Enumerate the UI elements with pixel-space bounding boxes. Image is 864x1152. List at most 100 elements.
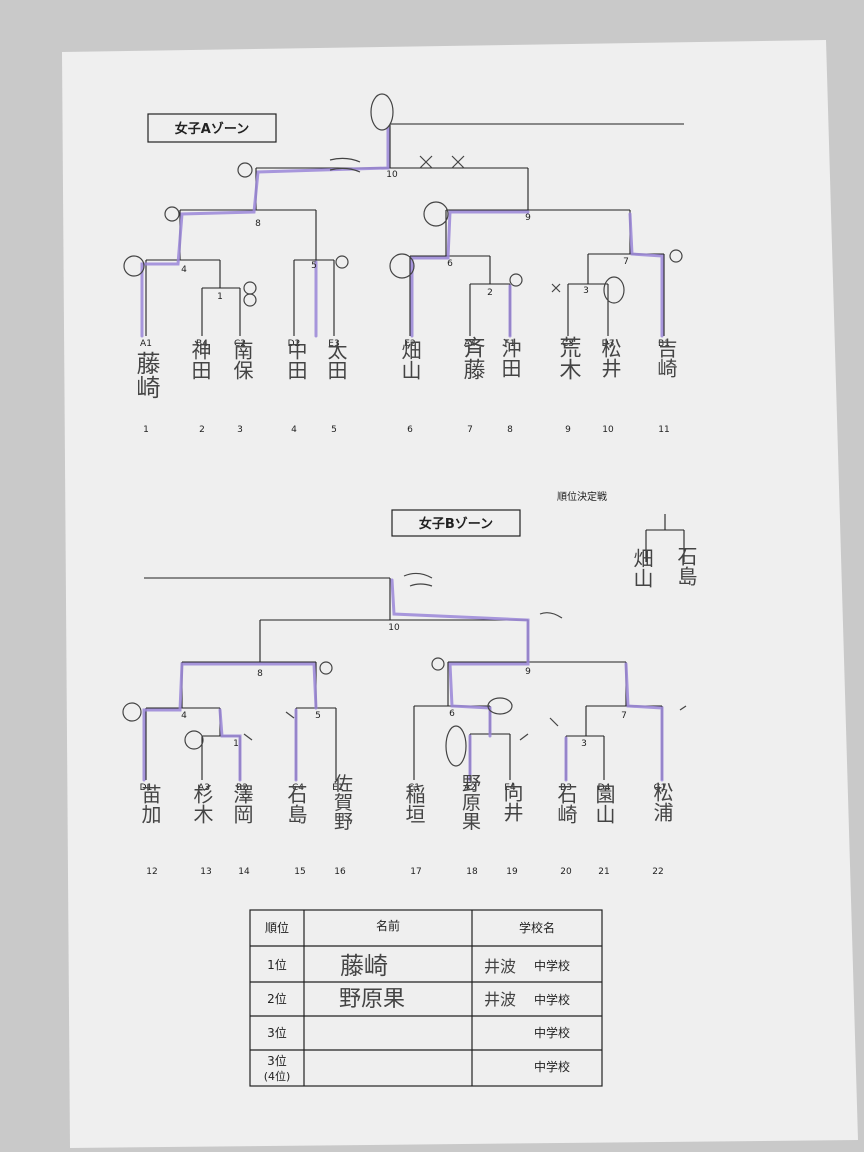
player-slot: B1 吉崎 11 bbox=[654, 338, 678, 435]
seed-label: D3 bbox=[602, 339, 615, 349]
player-name: 石島 bbox=[284, 784, 308, 824]
placement-right-name: 石島 bbox=[674, 546, 698, 586]
zone-a-match-4: 4 bbox=[181, 265, 187, 275]
player-number: 2 bbox=[199, 425, 205, 435]
seed-label: C4 bbox=[292, 783, 304, 793]
player-name: 稲垣 bbox=[402, 784, 426, 824]
player-number: 16 bbox=[334, 867, 346, 877]
player-name: 畑山 bbox=[398, 340, 422, 380]
table-row: 1位 藤崎 井波 中学校 bbox=[267, 952, 570, 980]
seed-label: A2 bbox=[464, 783, 476, 793]
seed-label: E1 bbox=[332, 783, 343, 793]
player-number: 19 bbox=[506, 867, 518, 877]
row-rank: 1位 bbox=[267, 957, 287, 972]
zone-a-match-10: 10 bbox=[386, 170, 398, 180]
seed-label: D1 bbox=[140, 783, 153, 793]
results-table-grid bbox=[249, 909, 603, 1087]
player-name: 杉木 bbox=[190, 784, 214, 824]
player-number: 3 bbox=[237, 425, 243, 435]
placement-match-title: 順位決定戦 bbox=[557, 490, 607, 503]
player-slot: G1 松浦 22 bbox=[650, 782, 674, 877]
player-number: 4 bbox=[291, 425, 297, 435]
player-name: 松浦 bbox=[650, 782, 674, 822]
zone-a-match-6: 6 bbox=[447, 259, 453, 269]
player-slot: E2 畑山 6 bbox=[398, 339, 422, 435]
zone-a-pencil-marks bbox=[123, 93, 683, 307]
player-number: 7 bbox=[467, 425, 473, 435]
row-school-hand: 井波 bbox=[484, 957, 516, 976]
player-slot: A1 藤崎 1 bbox=[132, 339, 160, 435]
zone-b-pencil-marks bbox=[122, 572, 687, 767]
zone-a-match-1: 1 bbox=[217, 292, 223, 302]
seed-label: D2 bbox=[288, 339, 301, 349]
player-number: 20 bbox=[560, 867, 572, 877]
zone-b-match-4: 4 bbox=[181, 711, 187, 721]
player-slot: D4 園山 21 bbox=[592, 783, 616, 877]
paper-sheet bbox=[62, 40, 858, 1148]
player-name: 石崎 bbox=[554, 784, 578, 824]
seed-label: E2 bbox=[404, 339, 415, 349]
row-school-suffix: 中学校 bbox=[534, 1059, 570, 1074]
row-rank: 3位 bbox=[267, 1053, 287, 1068]
player-slot: B4 神田 2 bbox=[188, 339, 212, 435]
results-table-rows: 1位 藤崎 井波 中学校 2位 野原果 井波 中学校 3位 中学校 3位 (4位… bbox=[264, 952, 570, 1083]
player-number: 13 bbox=[200, 867, 211, 877]
player-name: 荒木 bbox=[556, 336, 582, 380]
zone-a-match-8: 8 bbox=[255, 219, 261, 229]
zone-b-match-3: 3 bbox=[581, 739, 587, 749]
player-name: 吉崎 bbox=[654, 338, 678, 378]
player-name: 太田 bbox=[324, 340, 348, 380]
zone-a-winner-path bbox=[140, 126, 664, 338]
player-name: 斉藤 bbox=[460, 336, 486, 380]
player-number: 1 bbox=[143, 425, 149, 435]
header-school: 学校名 bbox=[519, 920, 555, 935]
player-name: 南保 bbox=[230, 340, 254, 380]
seed-label: C3 bbox=[562, 339, 574, 349]
player-number: 17 bbox=[410, 867, 421, 877]
player-number: 11 bbox=[658, 425, 669, 435]
row-rank-secondary: (4位) bbox=[264, 1069, 291, 1083]
zone-a-match-numbers: 10 8 9 4 5 6 7 1 2 3 bbox=[181, 170, 629, 302]
zone-a-match-7: 7 bbox=[623, 257, 629, 267]
seed-label: B2 bbox=[236, 783, 248, 793]
placement-left-name: 畑山 bbox=[630, 548, 654, 588]
zone-b-title-box bbox=[391, 509, 521, 537]
seed-label: E4 bbox=[504, 783, 516, 793]
player-name: 向井 bbox=[500, 782, 524, 822]
seed-label: B1 bbox=[658, 339, 670, 349]
row-rank: 2位 bbox=[267, 991, 287, 1006]
seed-label: C1 bbox=[408, 783, 420, 793]
zone-a-players: A1 藤崎 1 B4 神田 2 C2 南保 3 D2 中田 4 E3 太田 bbox=[132, 336, 678, 435]
player-slot: D2 中田 4 bbox=[284, 339, 308, 435]
player-name: 園山 bbox=[592, 784, 616, 824]
placement-match: 順位決定戦 畑山 石島 bbox=[557, 490, 698, 588]
table-row: 3位 (4位) 中学校 bbox=[264, 1053, 570, 1083]
seed-label: B3 bbox=[560, 783, 572, 793]
zone-a-match-3: 3 bbox=[583, 286, 589, 296]
zone-b-players: D1 苗加 12 A3 杉木 13 B2 澤岡 14 C4 石島 15 E1 佐 bbox=[138, 773, 674, 877]
results-table-header: 順位 名前 学校名 bbox=[265, 918, 555, 935]
zone-a-match-5: 5 bbox=[311, 261, 317, 271]
zone-b-match-9: 9 bbox=[525, 667, 531, 677]
player-slot: B2 澤岡 14 bbox=[230, 783, 254, 877]
player-number: 10 bbox=[602, 425, 614, 435]
player-slot: D1 苗加 12 bbox=[138, 783, 162, 877]
player-number: 15 bbox=[294, 867, 305, 877]
zone-b-match-8: 8 bbox=[257, 669, 263, 679]
player-name: 中田 bbox=[284, 340, 308, 380]
row-school-hand: 井波 bbox=[484, 990, 516, 1009]
player-name: 神田 bbox=[188, 340, 212, 380]
seed-label: G1 bbox=[654, 783, 667, 793]
player-name: 藤崎 bbox=[132, 351, 160, 399]
row-rank: 3位 bbox=[267, 1025, 287, 1040]
zone-b-match-1: 1 bbox=[233, 739, 239, 749]
seed-label: F1 bbox=[505, 339, 516, 349]
player-slot: D3 松井 10 bbox=[598, 338, 622, 435]
zone-b-match-6: 6 bbox=[449, 709, 455, 719]
zone-a-title-box bbox=[147, 113, 277, 143]
player-slot: F1 沖田 8 bbox=[498, 338, 522, 435]
seed-label: A1 bbox=[140, 339, 152, 349]
player-number: 21 bbox=[598, 867, 609, 877]
